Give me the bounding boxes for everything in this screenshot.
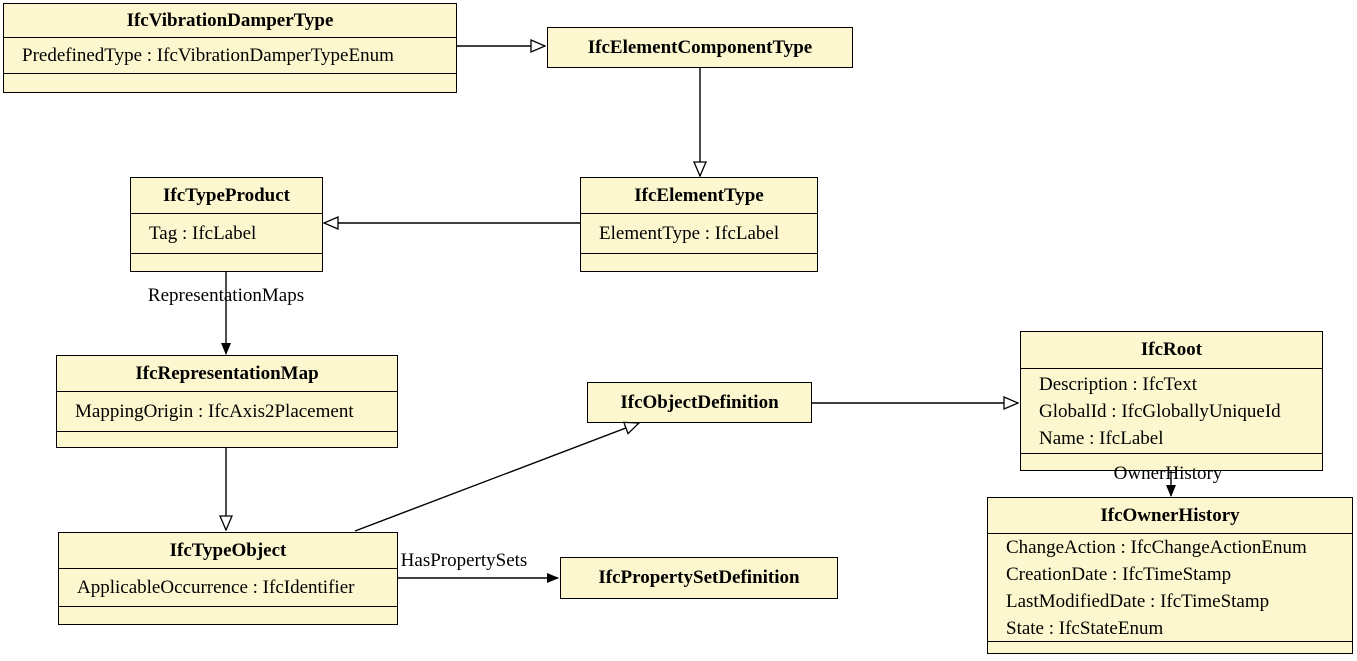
class-box-ifcvibrationdampertype: IfcVibrationDamperType PredefinedType : … — [3, 3, 457, 93]
edge-label-haspropertysets: HasPropertySets — [400, 550, 528, 571]
class-empty-compartment — [1021, 453, 1322, 470]
class-attributes: Description : IfcText GlobalId : IfcGlob… — [1021, 368, 1322, 453]
attribute: ApplicableOccurrence : IfcIdentifier — [77, 577, 355, 598]
edge-label-representationmaps: RepresentationMaps — [147, 285, 305, 306]
class-box-ifcobjectdefinition: IfcObjectDefinition — [587, 382, 812, 423]
attribute: CreationDate : IfcTimeStamp — [1006, 563, 1232, 585]
class-attributes: ApplicableOccurrence : IfcIdentifier — [59, 568, 397, 606]
class-name: IfcElementType — [634, 184, 764, 206]
class-name: IfcRoot — [1140, 339, 1203, 360]
class-attributes: Tag : IfcLabel — [131, 213, 322, 253]
class-name: IfcRepresentationMap — [135, 362, 319, 384]
class-name: IfcVibrationDamperType — [126, 9, 334, 31]
class-box-ifcelementtype: IfcElementType ElementType : IfcLabel — [580, 177, 818, 272]
class-box-ifcelementcomponenttype: IfcElementComponentType — [547, 27, 853, 68]
attribute: Description : IfcText — [1039, 373, 1198, 395]
class-name: IfcPropertySetDefinition — [598, 567, 800, 588]
class-box-ifcrepresentationmap: IfcRepresentationMap MappingOrigin : Ifc… — [56, 355, 398, 448]
class-attributes: PredefinedType : IfcVibrationDamperTypeE… — [4, 37, 456, 73]
class-empty-compartment — [988, 641, 1352, 653]
class-name: IfcTypeObject — [169, 539, 287, 561]
class-empty-compartment — [131, 253, 322, 271]
class-box-ifcroot: IfcRoot Description : IfcText GlobalId :… — [1020, 331, 1323, 471]
attribute: ChangeAction : IfcChangeActionEnum — [1006, 536, 1307, 558]
attribute: State : IfcStateEnum — [1006, 617, 1164, 639]
class-name: IfcObjectDefinition — [620, 391, 779, 413]
class-box-ifcownerhistory: IfcOwnerHistory ChangeAction : IfcChange… — [987, 497, 1353, 654]
class-name: IfcElementComponentType — [587, 36, 813, 58]
class-box-ifctypeobject: IfcTypeObject ApplicableOccurrence : Ifc… — [58, 532, 398, 625]
attribute: PredefinedType : IfcVibrationDamperTypeE… — [22, 45, 394, 66]
class-box-ifcpropertysetdefinition: IfcPropertySetDefinition — [560, 557, 838, 599]
class-attributes: ChangeAction : IfcChangeActionEnum Creat… — [988, 533, 1352, 641]
class-name: IfcTypeProduct — [162, 184, 290, 206]
attribute: Tag : IfcLabel — [149, 223, 257, 244]
attribute: GlobalId : IfcGloballyUniqueId — [1039, 400, 1281, 422]
class-attributes: ElementType : IfcLabel — [581, 213, 817, 253]
class-name: IfcOwnerHistory — [1100, 504, 1240, 526]
attribute: Name : IfcLabel — [1039, 427, 1164, 449]
class-empty-compartment — [59, 606, 397, 624]
edge-label-ownerhistory: OwnerHistory — [1113, 463, 1223, 484]
class-empty-compartment — [57, 431, 397, 447]
class-empty-compartment — [581, 253, 817, 271]
attribute: MappingOrigin : IfcAxis2Placement — [75, 401, 354, 422]
attribute: LastModifiedDate : IfcTimeStamp — [1006, 590, 1270, 612]
attribute: ElementType : IfcLabel — [599, 223, 780, 244]
class-empty-compartment — [4, 73, 456, 92]
class-attributes: MappingOrigin : IfcAxis2Placement — [57, 391, 397, 431]
class-box-ifctypeproduct: IfcTypeProduct Tag : IfcLabel — [130, 177, 323, 272]
